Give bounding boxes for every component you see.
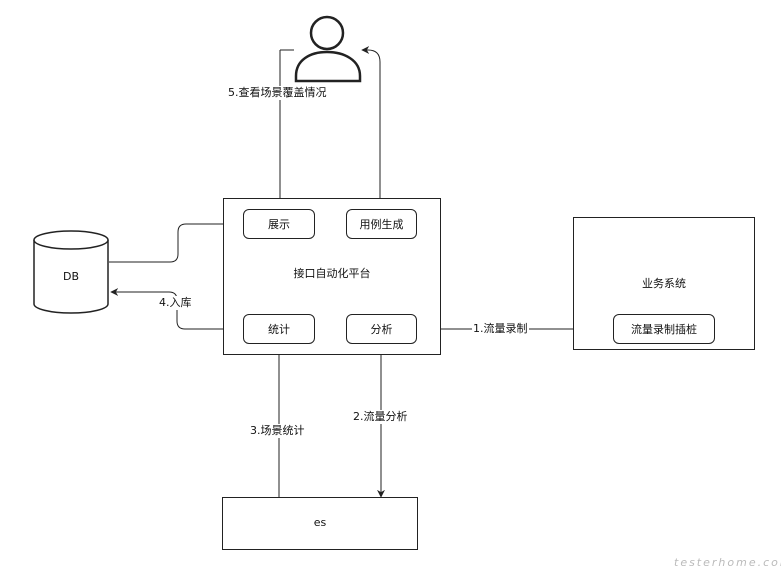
edge-db-to-display [109, 220, 242, 263]
watermark-text: testerhome.com [674, 556, 781, 569]
edge-label-traffic-analysis: 2.流量分析 [352, 410, 409, 424]
node-display: 展示 [243, 209, 315, 239]
user-icon [294, 15, 362, 83]
edge-label-traffic-recording: 1.流量录制 [472, 322, 529, 336]
node-case-generation: 用例生成 [346, 209, 417, 239]
database-icon [33, 230, 109, 314]
business-system-title: 业务系统 [642, 277, 686, 290]
es-container [222, 497, 418, 550]
database-label: DB [62, 270, 80, 283]
es-label: es [313, 516, 327, 529]
edge-label-view-coverage: 5.查看场景覆盖情况 [227, 86, 328, 100]
node-traffic-recorder: 流量录制插桩 [613, 314, 715, 344]
edge-label-storage: 4.入库 [158, 296, 193, 310]
platform-title: 接口自动化平台 [293, 267, 371, 280]
node-analysis: 分析 [346, 314, 417, 344]
edge-casegen-to-user [361, 46, 381, 210]
edge-stats-to-db [110, 288, 243, 330]
edge-label-scenario-stats: 3.场景统计 [249, 424, 306, 438]
node-statistics: 统计 [243, 314, 315, 344]
